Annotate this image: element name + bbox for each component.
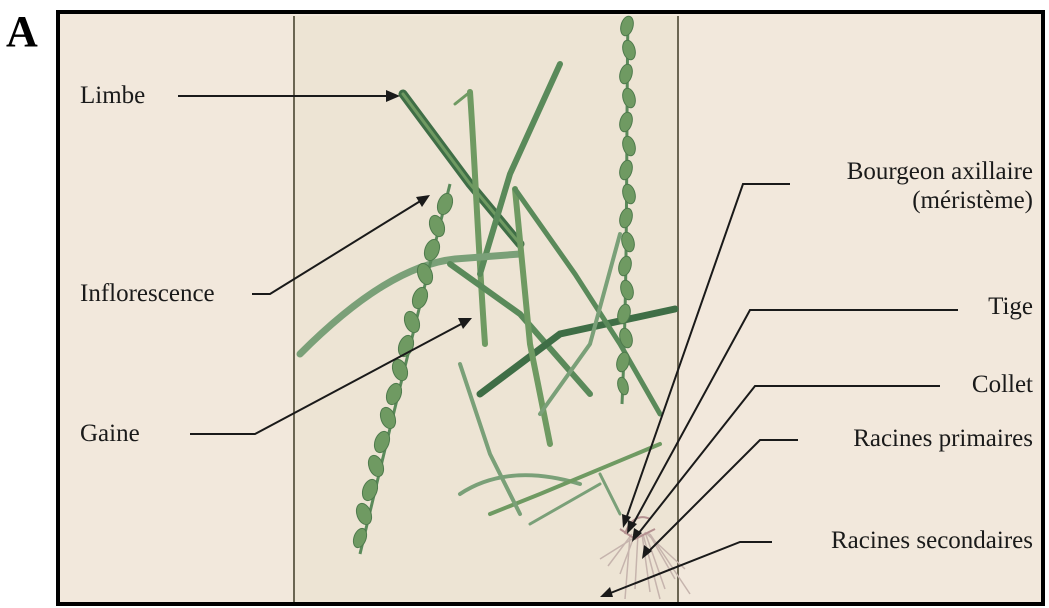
- label-bourgeon-line1: Bourgeon axillaire: [847, 158, 1033, 187]
- label-collet: Collet: [972, 371, 1033, 400]
- label-racines-secondaires: Racines secondaires: [831, 527, 1033, 556]
- label-racines-primaires: Racines primaires: [853, 425, 1033, 454]
- label-limbe: Limbe: [80, 82, 145, 111]
- label-bourgeon-line2: (méristème): [847, 187, 1033, 216]
- leaves: [300, 64, 675, 524]
- inflorescence-right: [615, 15, 638, 404]
- inflorescence-left: [351, 184, 455, 554]
- label-tige: Tige: [988, 293, 1033, 322]
- panel-letter: A: [6, 10, 38, 54]
- label-gaine: Gaine: [80, 420, 140, 449]
- figure-frame: Limbe Inflorescence Gaine Bourgeon axill…: [56, 10, 1045, 606]
- roots: [600, 532, 690, 599]
- label-inflorescence: Inflorescence: [80, 280, 215, 309]
- label-bourgeon-axillaire: Bourgeon axillaire (méristème): [847, 158, 1033, 216]
- leader-lines: [178, 96, 958, 594]
